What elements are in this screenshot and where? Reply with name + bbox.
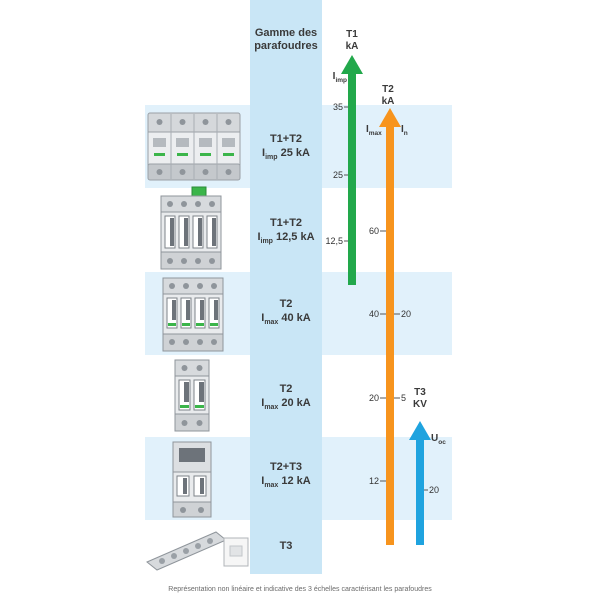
t2-scale-symbol-left: Imax (366, 124, 382, 137)
row-rating-value: 20 kA (281, 397, 311, 409)
t2-scale-arrow (379, 108, 401, 545)
t2-scale-symbol-right: In (401, 124, 408, 137)
range-column-title-line-1: Gamme des (254, 27, 318, 39)
row-type: T2+T3 (269, 461, 303, 473)
row-rating-symbol: I (261, 397, 265, 409)
product-screws (180, 507, 204, 513)
row-rating-value: 25 kA (280, 147, 310, 159)
product-image-row-4 (174, 359, 210, 432)
t2-tick-label-left-3: 20 (368, 393, 379, 403)
range-column-title-line-2: parafoudres (254, 40, 318, 52)
row-rating-symbol: I (262, 147, 266, 159)
row-rating-symbol-sub: imp (265, 154, 278, 161)
row-rating-value: 12,5 kA (276, 231, 315, 243)
t3-scale-label: T3 (414, 387, 426, 398)
product-socket-box-face (229, 545, 243, 557)
product-module-cartridges (184, 382, 204, 402)
t1-tick-label-1: 35 (332, 102, 343, 112)
product-screws (167, 201, 215, 264)
product-image-row-2 (160, 186, 222, 270)
t3-scale-symbol: Uoc (431, 433, 446, 446)
row-label-1: T1+T2 Iimp 25 kA (250, 132, 322, 161)
t2-tick-label-left-2: 40 (368, 309, 379, 319)
product-module-cartridges (170, 218, 216, 246)
row-rating-value: 12 kA (281, 475, 311, 487)
row-rating-symbol: I (261, 312, 265, 324)
t2-tick-label-left-1: 60 (368, 226, 379, 236)
product-strip-sockets (159, 538, 213, 564)
row-rating-symbol: I (257, 231, 261, 243)
product-status-indicators (168, 323, 218, 326)
t2-scale-heading: T2 kA (373, 84, 403, 108)
row-rating: Imax 40 kA (250, 311, 322, 326)
product-image-row-3 (162, 277, 224, 352)
t1-scale-arrow (341, 55, 363, 285)
t1-scale-unit: kA (345, 41, 359, 52)
row-label-6: T3 (250, 539, 322, 553)
row-rating-symbol: I (261, 475, 265, 487)
t3-tick-label-1: 20 (429, 485, 440, 495)
product-status-indicators (180, 405, 204, 408)
t3-scale-heading: T3 KV (405, 387, 435, 411)
row-type: T2 (279, 383, 293, 395)
t1-tick-label-3: 12,5 (325, 236, 343, 246)
t2-scale-unit: kA (381, 96, 395, 107)
product-module-dividers (170, 114, 218, 179)
product-status-indicators (154, 153, 234, 156)
row-label-4: T2 Imax 20 kA (250, 382, 322, 411)
t2-tick-label-right-1: 20 (401, 309, 412, 319)
product-module-cartridges (172, 300, 218, 320)
row-rating: Iimp 25 kA (250, 146, 322, 161)
t1-scale-label: T1 (346, 29, 358, 40)
product-screws (156, 119, 232, 175)
row-type: T2 (279, 298, 293, 310)
row-rating-symbol-sub: max (264, 482, 279, 489)
product-windows (153, 138, 235, 147)
t2-tick-label-right-2: 5 (401, 393, 407, 403)
t3-scale-unit: KV (413, 399, 427, 410)
product-image-row-1 (147, 112, 241, 181)
t2-arrow-shaft (386, 125, 394, 545)
footer-caption: Représentation non linéaire et indicativ… (168, 586, 432, 593)
t3-arrow-head (409, 421, 431, 440)
t2-scale-label: T2 (382, 84, 394, 95)
t1-tick-label-2: 25 (332, 170, 343, 180)
range-column (250, 0, 322, 574)
product-screws (181, 365, 203, 426)
row-rating-value: 40 kA (281, 312, 311, 324)
row-label-5: T2+T3 Imax 12 kA (250, 460, 322, 489)
row-rating: Iimp 12,5 kA (250, 230, 322, 245)
row-rating-symbol-sub: imp (260, 238, 273, 245)
row-rating-symbol-sub: max (264, 404, 279, 411)
row-rating: Imax 12 kA (250, 474, 322, 489)
row-type: T3 (279, 540, 293, 552)
row-type: T1+T2 (269, 217, 303, 229)
product-bottom-block (172, 501, 212, 518)
row-rating-symbol-sub: max (264, 319, 279, 326)
t2-tick-label-left-4: 12 (368, 476, 379, 486)
t1-scale-symbol: Iimp (332, 71, 347, 84)
t1-scale-heading: T1 kA (337, 29, 367, 53)
t1-arrow-head (341, 55, 363, 74)
product-image-row-5 (172, 441, 212, 518)
product-module-cartridges (183, 478, 204, 494)
product-screws (169, 283, 217, 345)
row-label-2: T1+T2 Iimp 12,5 kA (250, 216, 322, 245)
product-image-row-6 (146, 531, 249, 571)
t2-arrow-head (379, 108, 401, 127)
row-label-3: T2 Imax 40 kA (250, 297, 322, 326)
t1-arrow-shaft (348, 72, 356, 285)
row-rating: Imax 20 kA (250, 396, 322, 411)
range-column-title: Gamme des parafoudres (250, 27, 322, 53)
product-display (179, 448, 205, 462)
t3-arrow-shaft (416, 438, 424, 545)
product-bottom-block (174, 413, 210, 432)
t3-scale-arrow (409, 421, 431, 545)
row-type: T1+T2 (269, 133, 303, 145)
product-bottom-block (160, 251, 222, 270)
product-bottom-block (162, 333, 224, 352)
